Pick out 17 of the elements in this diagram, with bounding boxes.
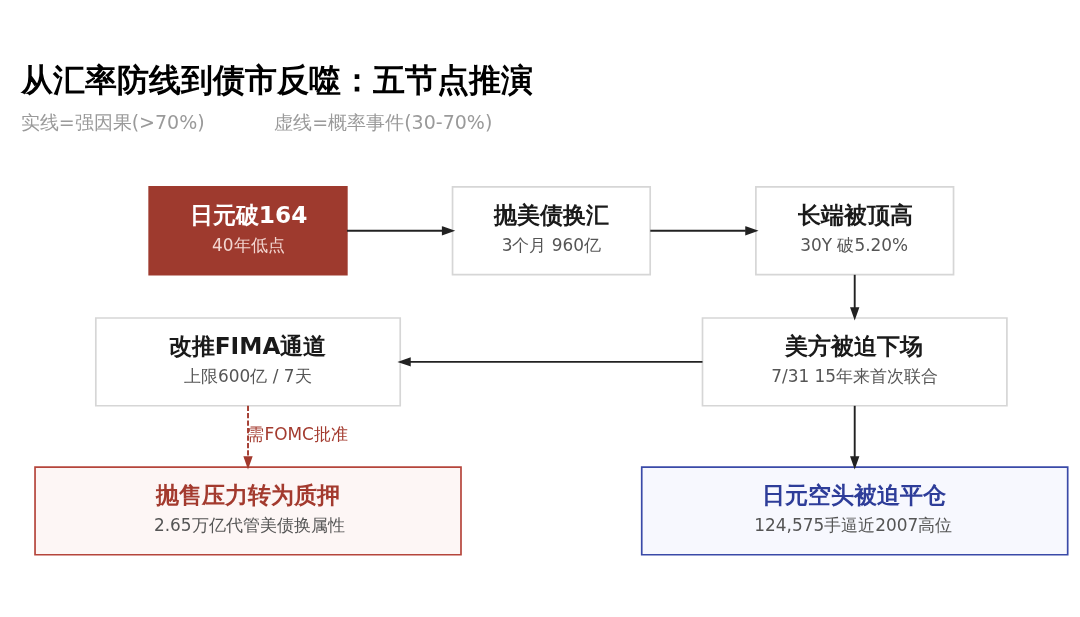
node-box: 改推FIMA通道 上限600亿 / 7天 — [94, 317, 402, 407]
arrow — [850, 273, 860, 321]
arrow — [346, 226, 456, 236]
arrow — [649, 226, 759, 236]
edge-label: 需FOMC批准 — [247, 424, 348, 445]
node-box: 抛售压力转为质押 2.65万亿代管美债换属性 — [34, 466, 462, 556]
arrow — [243, 404, 253, 470]
label: 实线=强因果(>70%) — [20, 111, 205, 134]
node-box: 抛美债换汇 3个月 960亿 — [451, 186, 652, 276]
label: 虚线=概率事件(30-70%) — [274, 111, 493, 134]
diagram-title: 从汇率防线到债市反噬：五节点推演 — [20, 61, 533, 98]
node-box: 长端被顶高 30Y 破5.20% — [755, 186, 955, 276]
arrow — [850, 404, 860, 470]
node-box: 日元空头被迫平仓 124,575手逼近2007高位 — [640, 466, 1069, 556]
arrow — [397, 357, 704, 367]
node-box: 日元破164 40年低点 — [148, 186, 348, 276]
node-box: 美方被迫下场 7/31 15年来首次联合 — [701, 317, 1008, 407]
